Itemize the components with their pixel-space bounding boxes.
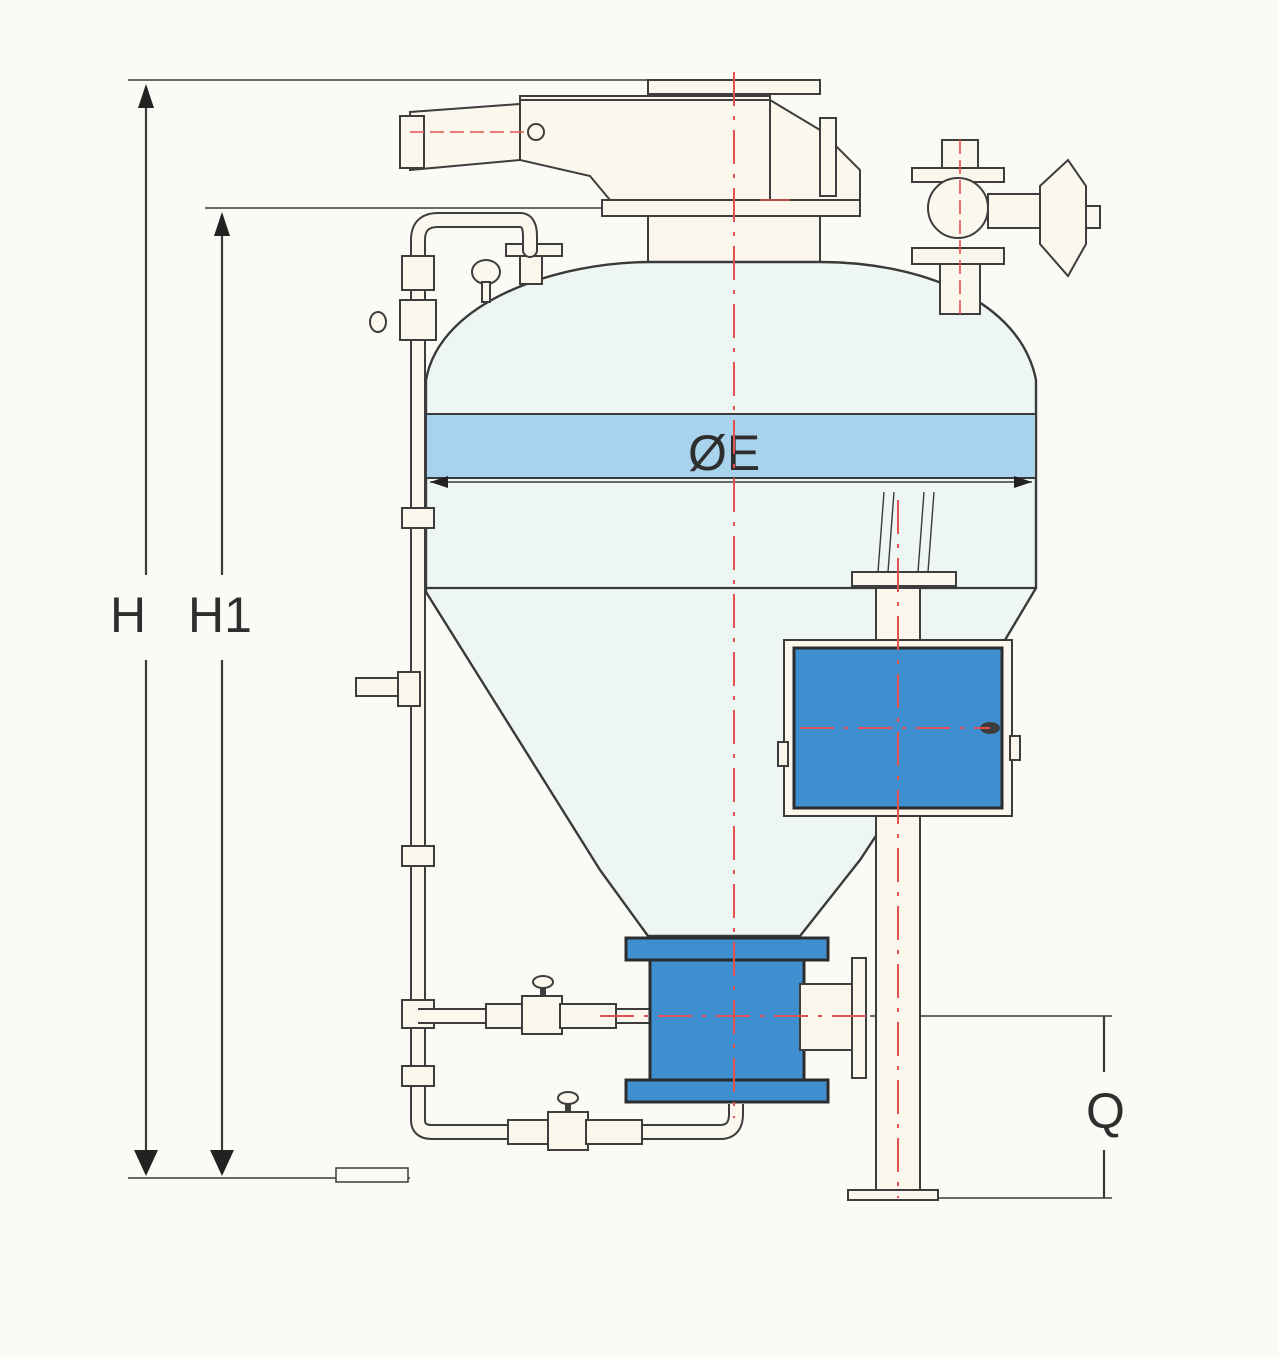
vessel-shell bbox=[424, 260, 1038, 938]
chamber-body bbox=[648, 958, 806, 1082]
air-pipe bbox=[355, 212, 744, 1151]
feed-actuator bbox=[409, 102, 521, 172]
h-arrow-bottom bbox=[134, 1150, 158, 1176]
exhaust-ball-valve bbox=[927, 177, 989, 239]
q-label: Q bbox=[1086, 1083, 1125, 1139]
feed-bottom-flange bbox=[601, 199, 861, 217]
pressure-vessel: ØE bbox=[424, 260, 1038, 938]
chamber-bottom-flange bbox=[624, 1078, 830, 1104]
discharge-chamber bbox=[624, 936, 867, 1104]
h1-arrow-top bbox=[214, 212, 230, 236]
h-label: H bbox=[110, 587, 146, 643]
diameter-label: ØE bbox=[688, 425, 760, 481]
chamber-top-flange bbox=[624, 936, 830, 962]
gauge-icon bbox=[471, 259, 501, 285]
lower-branch-valve bbox=[547, 1111, 589, 1151]
h1-arrow-bottom bbox=[210, 1150, 234, 1176]
h1-label: H1 bbox=[188, 587, 252, 643]
exhaust-valve bbox=[911, 139, 1101, 320]
air-valve-handle bbox=[369, 311, 387, 333]
center-lines bbox=[600, 72, 990, 1198]
base-plate-marker bbox=[335, 1167, 409, 1183]
outlet-base-plate bbox=[847, 1189, 939, 1201]
exhaust-actuator bbox=[1039, 158, 1087, 278]
h-arrow-top bbox=[138, 84, 154, 108]
diameter-band bbox=[425, 413, 1037, 479]
dimension-lines: H H1 bbox=[110, 79, 820, 1183]
upper-branch-valve bbox=[521, 995, 563, 1035]
feed-valve-body bbox=[519, 99, 771, 201]
feed-valve bbox=[399, 79, 861, 217]
outlet-flange bbox=[851, 957, 867, 1079]
